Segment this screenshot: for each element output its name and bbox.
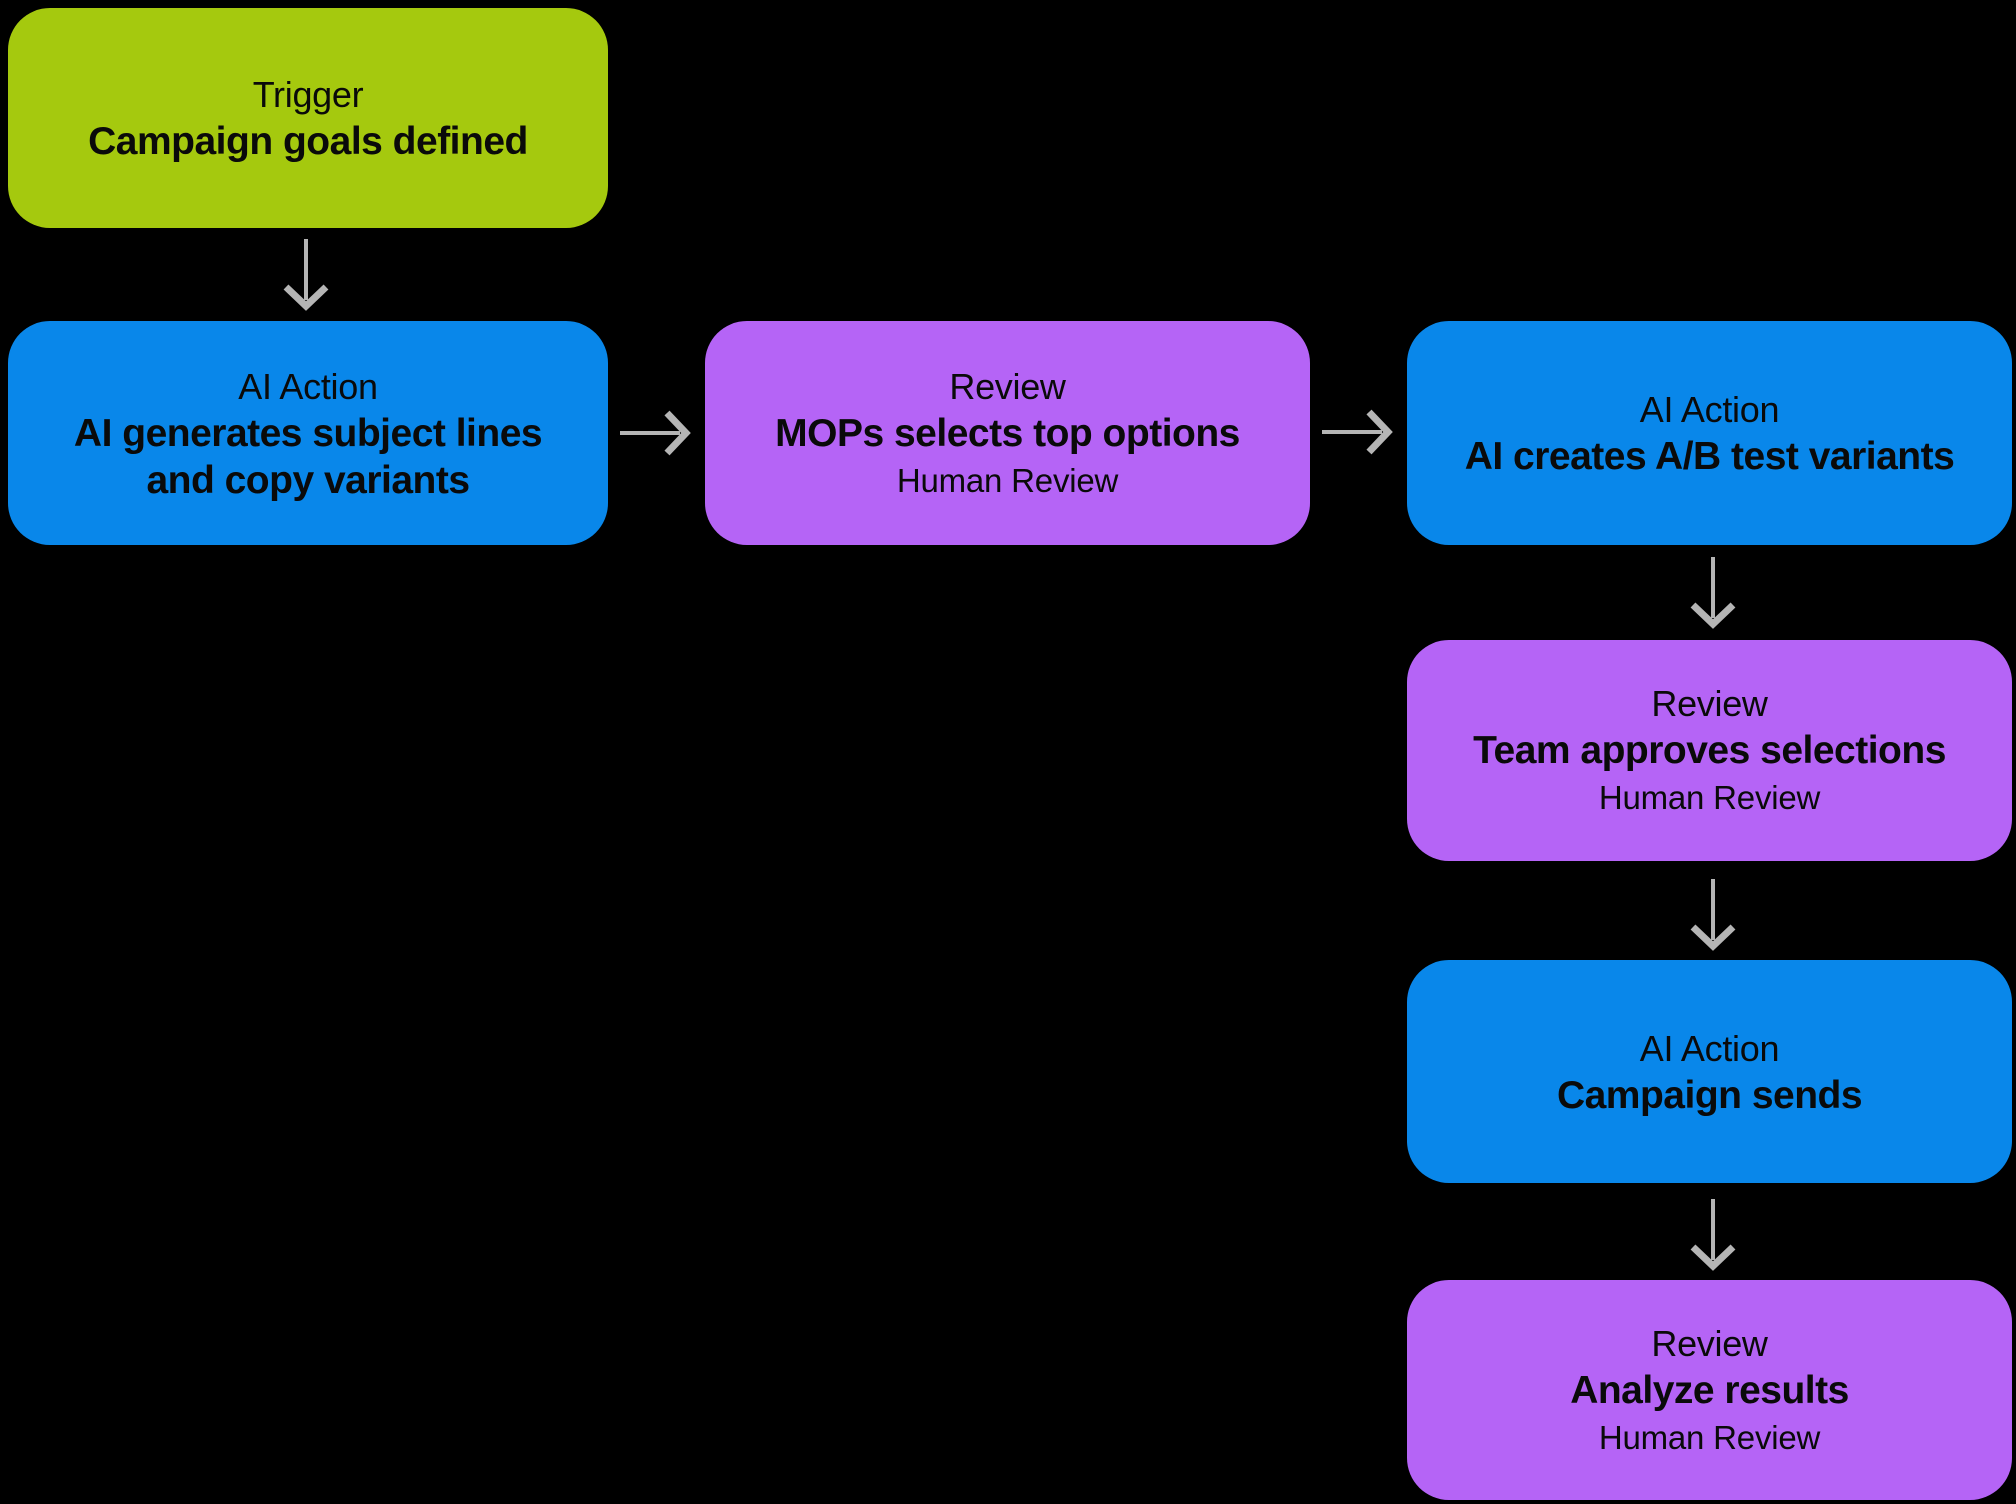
node-title: AI Action [1639, 389, 1780, 430]
node-campaign-sends: AI Action Campaign sends [1407, 960, 2012, 1183]
node-title: Review [1651, 683, 1768, 724]
arrow-down-icon [1681, 876, 1745, 952]
node-label: MOPs selects top options [775, 411, 1240, 455]
arrow-down-icon [274, 236, 338, 312]
arrow-down-icon [1681, 1196, 1745, 1272]
node-label: Team approves selections [1473, 729, 1946, 772]
node-sublabel: Human Review [896, 461, 1119, 499]
node-ai-generates: AI Action AI generates subject lines and… [8, 321, 608, 545]
node-title: Review [1651, 1322, 1768, 1364]
node-sublabel: Human Review [1598, 1418, 1821, 1456]
node-analyze-results: Review Analyze results Human Review [1407, 1280, 2012, 1500]
node-title: AI Action [1639, 1027, 1780, 1069]
arrow-right-icon [616, 401, 696, 465]
node-ab-variants: AI Action AI creates A/B test variants [1407, 321, 2012, 545]
node-trigger: Trigger Campaign goals defined [8, 8, 608, 228]
node-label: AI creates A/B test variants [1464, 435, 1955, 478]
node-title: AI Action [238, 365, 378, 407]
arrow-right-icon [1318, 400, 1398, 464]
node-label: Campaign goals defined [88, 120, 528, 163]
node-label: Analyze results [1570, 1368, 1849, 1412]
node-title: Review [949, 365, 1066, 407]
node-label: Campaign sends [1556, 1073, 1863, 1117]
node-team-approves: Review Team approves selections Human Re… [1407, 640, 2012, 861]
node-sublabel: Human Review [1598, 779, 1821, 816]
node-mops-selects: Review MOPs selects top options Human Re… [705, 321, 1310, 545]
node-title: Trigger [252, 74, 364, 115]
arrow-down-icon [1681, 554, 1745, 630]
node-label: AI generates subject lines and copy vari… [73, 411, 543, 502]
